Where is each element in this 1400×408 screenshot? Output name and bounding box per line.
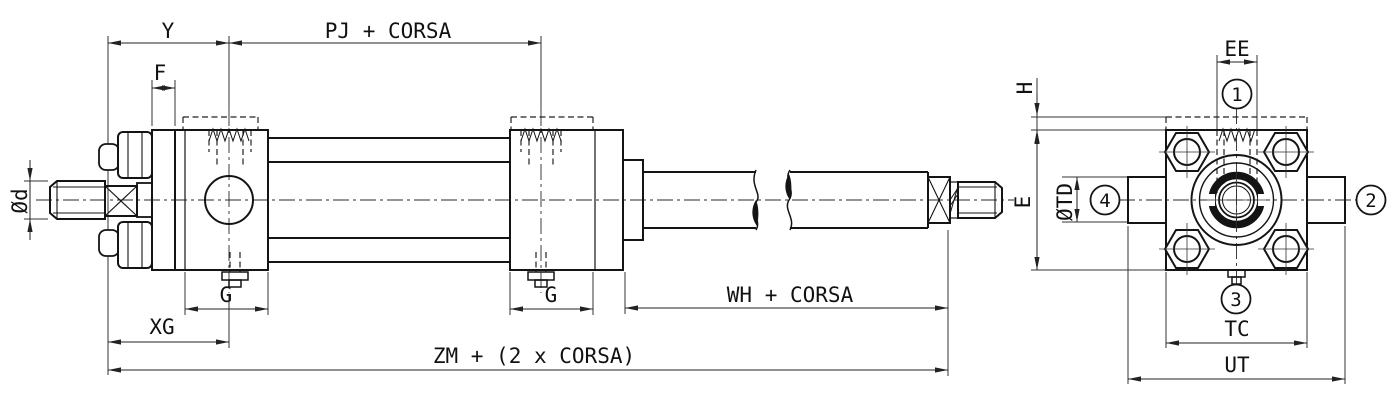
tie-rod-nuts-end-view: [1159, 126, 1314, 275]
callout-port-1: 1: [1221, 78, 1253, 110]
dim-label-otd: ØTD: [1053, 183, 1077, 221]
front-bleed-screw: [221, 271, 249, 288]
dim-label-g-rear: G: [545, 283, 558, 307]
rod-gland-collar: [622, 159, 644, 241]
callout-port-4: 4: [1089, 184, 1121, 216]
top-port-thread-hatch: [1218, 127, 1256, 143]
front-port-thread-hatch: [208, 127, 250, 143]
tie-rod-end-cap: [98, 143, 120, 171]
callout-2-number: 2: [1365, 190, 1376, 212]
dim-label-ee: EE: [1224, 37, 1249, 61]
dim-label-rod-diameter: Ød: [8, 188, 32, 213]
side-view: [49, 127, 1003, 288]
callout-port-2: 2: [1355, 184, 1387, 216]
front-port-hole: [204, 175, 254, 225]
dim-label-f: F: [154, 61, 167, 85]
dim-label-pj-corsa: PJ + CORSA: [325, 19, 452, 43]
tie-rod-nut: [117, 131, 153, 179]
tie-rod-nut: [117, 221, 153, 269]
callout-1-number: 1: [1231, 84, 1242, 106]
dim-label-g-front: G: [220, 283, 233, 307]
tie-rod-end-cap: [98, 229, 120, 257]
dim-label-tc: TC: [1224, 317, 1249, 341]
dim-label-y: Y: [162, 19, 175, 43]
rod-bore: [1190, 154, 1283, 246]
end-view: [1127, 126, 1346, 285]
dim-label-e: E: [1011, 196, 1035, 209]
extension-lines: [24, 36, 1346, 384]
dim-label-wh-corsa: WH + CORSA: [727, 283, 854, 307]
dimension-labels: Y PJ + CORSA F Ød G G XG WH + CORSA ZM +…: [8, 19, 1250, 377]
callout-4-number: 4: [1099, 190, 1110, 212]
dim-label-xg: XG: [149, 315, 174, 339]
dim-label-h: H: [1013, 82, 1037, 95]
callout-balloons: 1 2 3 4: [1089, 78, 1387, 315]
tie-rod-nuts-front: [98, 131, 153, 269]
dimension-lines: [27, 40, 1345, 382]
hidden-lines: [182, 116, 1308, 272]
rear-bleed-screw: [527, 271, 555, 288]
rear-port-thread-hatch: [520, 127, 562, 143]
dim-label-ut: UT: [1224, 353, 1250, 377]
dim-label-zm: ZM + (2 x CORSA): [433, 344, 635, 368]
callout-3-number: 3: [1230, 289, 1241, 311]
callout-port-3: 3: [1220, 283, 1252, 315]
